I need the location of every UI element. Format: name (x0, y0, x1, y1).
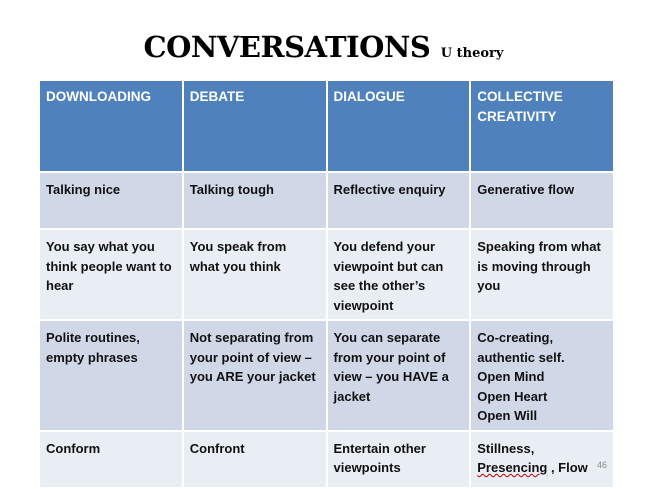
cell-line: Open Mind (477, 369, 545, 384)
title-subtitle: U theory (440, 46, 504, 61)
table-cell: Stillness, Presencing , Flow (469, 429, 615, 489)
slide-title: CONVERSATIONS U theory (0, 30, 647, 64)
title-main: CONVERSATIONS (143, 30, 431, 64)
cell-line: Stillness, (477, 440, 535, 456)
table-cell: You defend your viewpoint but can see th… (325, 228, 472, 321)
table-cell: Talking nice (38, 171, 184, 230)
page-number: 46 (597, 460, 608, 470)
header-debate: DEBATE (181, 79, 328, 173)
table-row: Polite routines, empty phrases Not separ… (38, 319, 615, 432)
spellcheck-word: Presencing (477, 460, 548, 475)
cell-line: Open Will (477, 408, 538, 423)
conversations-table: DOWNLOADING DEBATE DIALOGUE COLLECTIVE C… (38, 79, 615, 489)
table-cell: Polite routines, empty phrases (38, 319, 184, 432)
table-row: Talking nice Talking tough Reflective en… (38, 171, 615, 230)
table-cell: Talking tough (181, 171, 328, 230)
cell-text: , Flow (547, 460, 588, 475)
table-cell: Entertain other viewpoints (325, 429, 472, 489)
cell-line: Open Heart (477, 388, 548, 404)
table-cell: Confront (181, 429, 328, 489)
table-cell: You can separate from your point of view… (325, 319, 472, 432)
header-downloading: DOWNLOADING (38, 79, 184, 173)
cell-line: Presencing , Flow (477, 458, 607, 478)
table-cell: Speaking from what is moving through you (469, 228, 615, 321)
table-header-row: DOWNLOADING DEBATE DIALOGUE COLLECTIVE C… (38, 79, 615, 173)
table-cell: Generative flow (469, 171, 615, 230)
table-row: You say what you think people want to he… (38, 228, 615, 321)
table-cell: Reflective enquiry (325, 171, 472, 230)
header-collective-creativity: COLLECTIVE CREATIVITY (469, 79, 615, 173)
table-cell: Conform (38, 429, 184, 489)
cell-line: Co-creating, authentic self. (477, 330, 565, 365)
header-dialogue: DIALOGUE (325, 79, 472, 173)
table-cell: You say what you think people want to he… (38, 228, 184, 321)
table-row: Conform Confront Entertain other viewpoi… (38, 429, 615, 489)
table-cell: Co-creating, authentic self. Open Mind O… (469, 319, 615, 432)
table-cell: Not separating from your point of view –… (181, 319, 328, 432)
table-cell: You speak from what you think (181, 228, 328, 321)
